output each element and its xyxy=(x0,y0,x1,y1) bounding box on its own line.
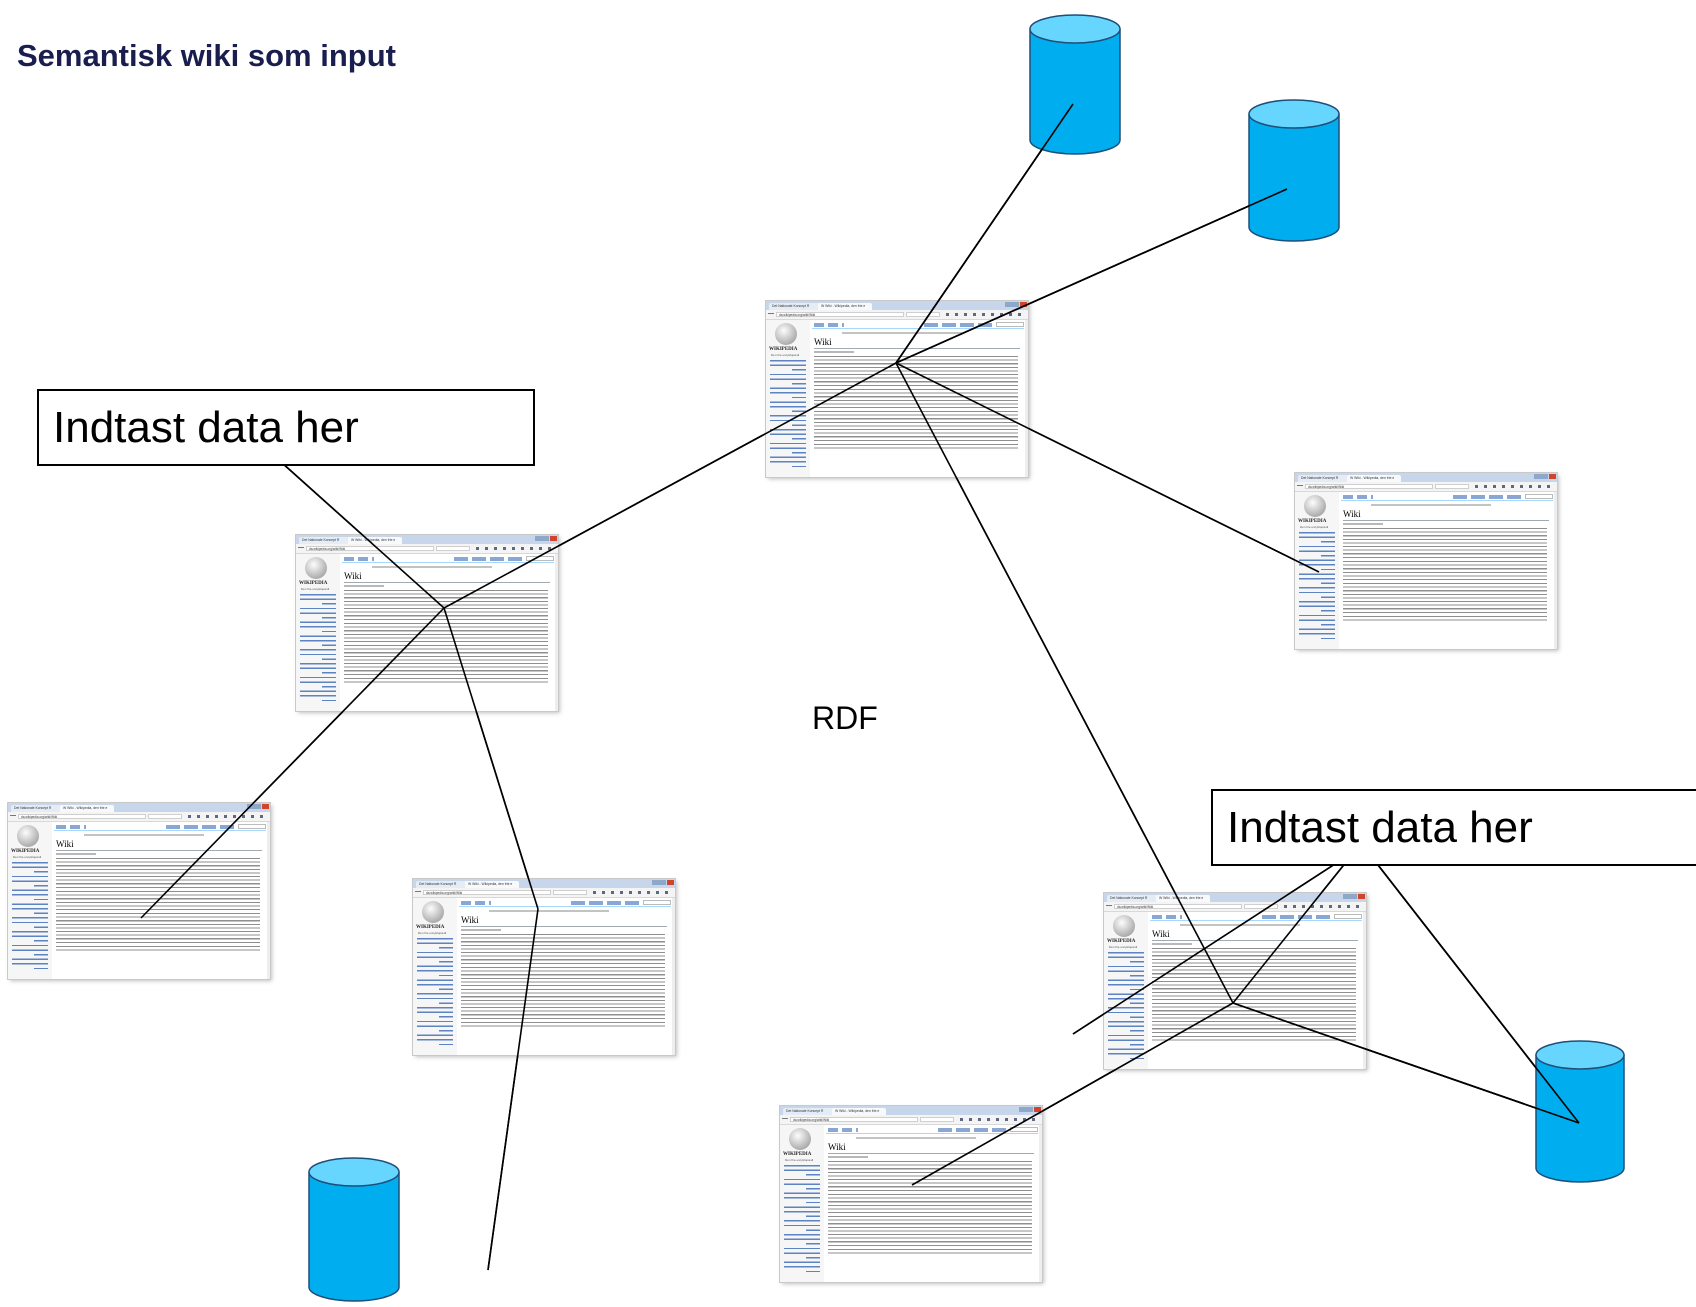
wikipedia-wordmark: WIKIPEDIA xyxy=(769,347,798,352)
wikipedia-wordmark: WIKIPEDIA xyxy=(1298,519,1327,524)
wikipedia-logo-icon xyxy=(789,1128,811,1150)
wikipedia-tagline: Den frie encyklopædi xyxy=(1109,945,1138,949)
browser-tab: Det Nationale Koncept R xyxy=(11,805,63,812)
browser-tab: Det Nationale Koncept R xyxy=(769,303,821,310)
article-heading: Wiki xyxy=(1343,509,1361,519)
wikipedia-logo-icon xyxy=(422,901,444,923)
browser-tab-active: W Wiki - Wikipedia, den frie e xyxy=(465,881,519,888)
wikipedia-logo-icon xyxy=(305,557,327,579)
wikipedia-tagline: Den frie encyklopædi xyxy=(418,931,447,935)
connector-line xyxy=(443,362,897,609)
browser-tab: Det Nationale Koncept R xyxy=(1107,895,1159,902)
browser-tab: Det Nationale Koncept R xyxy=(416,881,468,888)
article-heading: Wiki xyxy=(814,337,832,347)
wikipedia-logo-icon xyxy=(775,323,797,345)
wikipedia-tagline: Den frie encyklopædi xyxy=(13,855,42,859)
slide-title: Semantisk wiki som input xyxy=(17,38,396,73)
article-heading: Wiki xyxy=(1152,929,1170,939)
connector-line xyxy=(895,362,1320,573)
address-bar: da.wikipedia.org/wiki/Wiki xyxy=(776,312,904,317)
rdf-label: RDF xyxy=(812,700,878,736)
address-bar: da.wikipedia.org/wiki/Wiki xyxy=(1114,904,1242,909)
browser-tab: Det Nationale Koncept R xyxy=(1298,475,1350,482)
wikipedia-wordmark: WIKIPEDIA xyxy=(416,925,445,930)
address-bar: da.wikipedia.org/wiki/Wiki xyxy=(1305,484,1433,489)
wikipedia-wordmark: WIKIPEDIA xyxy=(11,849,40,854)
database-cylinder-icon xyxy=(895,14,1121,364)
wikipedia-logo-icon xyxy=(17,825,39,847)
connector-line xyxy=(1072,850,1356,1035)
article-heading: Wiki xyxy=(344,571,362,581)
article-heading: Wiki xyxy=(461,915,479,925)
input-callout: Indtast data her xyxy=(37,389,535,466)
database-cylinder-icon xyxy=(308,1157,400,1302)
wikipedia-logo-icon xyxy=(1304,495,1326,517)
connector-line xyxy=(487,908,539,1271)
input-callout: Indtast data her xyxy=(1211,789,1696,866)
wikipedia-wordmark: WIKIPEDIA xyxy=(783,1152,812,1157)
database-cylinder-icon xyxy=(895,99,1340,364)
wikipedia-tagline: Den frie encyklopædi xyxy=(771,353,800,357)
browser-tab: Det Nationale Koncept R xyxy=(299,537,351,544)
connector-line xyxy=(140,607,445,919)
wikipedia-tagline: Den frie encyklopædi xyxy=(1300,525,1329,529)
article-heading: Wiki xyxy=(56,839,74,849)
address-bar: da.wikipedia.org/wiki/Wiki xyxy=(306,546,434,551)
connector-line xyxy=(911,1002,1234,1186)
browser-tab-active: W Wiki - Wikipedia, den frie e xyxy=(1347,475,1401,482)
browser-tab: Det Nationale Koncept R xyxy=(783,1108,835,1115)
browser-tab-active: W Wiki - Wikipedia, den frie e xyxy=(60,805,114,812)
article-heading: Wiki xyxy=(828,1142,846,1152)
wikipedia-wordmark: WIKIPEDIA xyxy=(1107,939,1136,944)
connector-line xyxy=(443,607,539,910)
browser-tab-active: W Wiki - Wikipedia, den frie e xyxy=(1156,895,1210,902)
connector-line xyxy=(280,461,445,609)
address-bar: da.wikipedia.org/wiki/Wiki xyxy=(790,1117,918,1122)
wikipedia-tagline: Den frie encyklopædi xyxy=(785,1158,814,1162)
browser-tab-active: W Wiki - Wikipedia, den frie e xyxy=(348,537,402,544)
connector-line xyxy=(895,362,1234,1004)
wikipedia-logo-icon xyxy=(1113,915,1135,937)
database-cylinder-icon xyxy=(1232,864,1625,1183)
connector-line xyxy=(1232,850,1356,1004)
address-bar: da.wikipedia.org/wiki/Wiki xyxy=(18,814,146,819)
wikipedia-wordmark: WIKIPEDIA xyxy=(299,581,328,586)
address-bar: da.wikipedia.org/wiki/Wiki xyxy=(423,890,551,895)
browser-tab-active: W Wiki - Wikipedia, den frie e xyxy=(818,303,872,310)
browser-tab-active: W Wiki - Wikipedia, den frie e xyxy=(832,1108,886,1115)
wikipedia-tagline: Den frie encyklopædi xyxy=(301,587,330,591)
